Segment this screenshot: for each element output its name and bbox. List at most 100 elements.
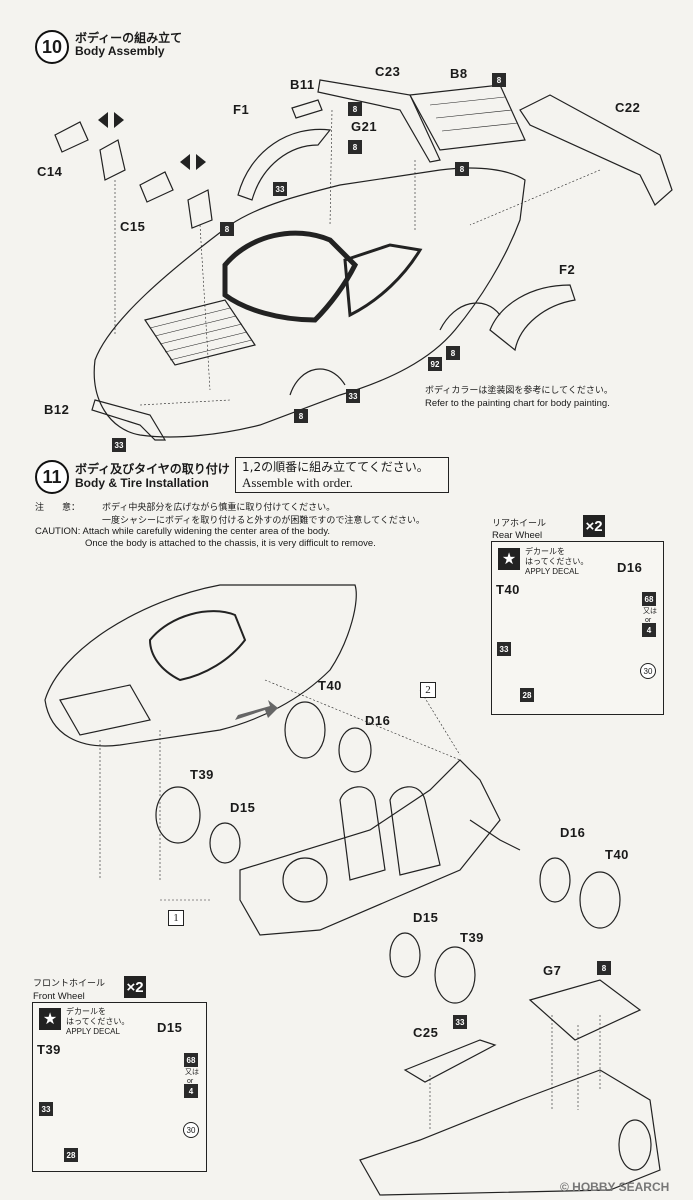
front-wheel-box [32,1002,207,1172]
caution-en-1: CAUTION: Attach while carefully widening… [35,526,331,537]
part-d15-lower: D15 [413,910,439,925]
rear-tire-label: T40 [496,582,520,597]
tire-t40-upper [284,701,326,759]
step10-number: 10 [35,30,69,64]
part-b8: B8 [450,66,468,81]
tire-t40-right [579,871,621,929]
roof-wing-c23 [317,79,441,163]
wheel-arch-rear [439,302,501,331]
paint-8-wheelarch: 8 [294,409,308,423]
part-d15-left: D15 [230,800,256,815]
rear-wheel-box [491,541,664,715]
rear-spoiler-c22 [519,94,673,206]
seat-right [389,786,441,876]
rear-decal-en: APPLY DECAL [525,567,579,576]
c25-bracket [403,1039,497,1083]
decal-star-icon-front: ★ [39,1008,61,1030]
side-window [343,243,423,318]
order-jp: 1,2の順番に組み立ててください。 [242,460,429,474]
fender-flare-f1 [237,128,332,201]
paint-92: 92 [428,357,442,371]
part-t39-left: T39 [190,767,214,782]
hood-vents-11 [59,684,151,736]
part-d16-upper: D16 [365,713,391,728]
chassis-frame [239,759,501,936]
rear-paint-4: 4 [642,623,656,637]
rear-decal-jp-2: はってください。 [525,557,589,566]
step11-title-jp: ボディ及びタイヤの取り付け [75,462,230,476]
rear-wheel-title-jp: リアホイール [492,519,547,529]
headlight-c14 [99,139,126,181]
front-decal-en: APPLY DECAL [66,1027,120,1036]
caution-jp-1: ボディ中央部分を広げながら慎重に取り付けてください。 [102,503,336,513]
part-t39-lower: T39 [460,930,484,945]
front-paint-28: 28 [64,1148,78,1162]
caution-jp-2: 一度シャシーにボディを取り付けると外すのが困難ですので注意してください。 [102,516,425,526]
rear-wheel-count: ×2 [583,515,605,537]
paint-8-side: 8 [446,346,460,360]
paint-8-body: 8 [455,162,469,176]
part-g7: G7 [543,963,562,978]
fender-flare-f2 [489,284,576,352]
part-f1: F1 [233,102,250,117]
decal-star-icon: ★ [498,548,520,570]
front-tire-label: T39 [37,1042,61,1057]
step11-title-en: Body & Tire Installation [75,476,209,490]
tire-t39-lower [434,946,476,1004]
front-paint-33: 33 [39,1102,53,1116]
rear-paint-68: 68 [642,592,656,606]
part-g21: G21 [351,119,378,134]
front-wheel-title-jp: フロントホイール [33,979,106,989]
part-c15: C15 [120,219,146,234]
g7-plate [528,979,642,1041]
mirror-arrow-icon-2 [180,154,206,170]
windscreen [222,230,359,323]
mirror-arrow-icon-1 [98,112,124,128]
lower-chassis [359,1069,661,1196]
rear-paint-30: 30 [640,663,656,679]
engine-cover-b8 [409,84,526,151]
order-en: Assemble with order. [242,475,353,490]
front-decal-jp-2: はってください。 [66,1017,130,1026]
front-wheel-count: ×2 [124,976,146,998]
rear-wheel-title-en: Rear Wheel [492,530,543,541]
caution-en-2: Once the body is attached to the chassis… [85,538,376,549]
part-b11: B11 [290,77,315,92]
mirror-b11 [291,99,323,119]
front-paint-4: 4 [184,1084,198,1098]
order-1-marker: 1 [168,910,184,926]
wheel-d15-left [209,822,241,864]
rear-arm [469,819,521,851]
front-paint-68: 68 [184,1053,198,1067]
paint-note-en: Refer to the painting chart for body pai… [425,398,610,409]
part-d16-right: D16 [560,825,586,840]
front-wheel-title-en: Front Wheel [33,991,85,1002]
part-c23: C23 [375,64,401,79]
headlight-c15 [187,189,213,229]
step10-title-jp: ボディーの組み立て [75,31,183,45]
part-b12: B12 [44,402,70,417]
rear-paint-28: 28 [520,688,534,702]
rear-paint-33: 33 [497,642,511,656]
rear-or-en: or [645,617,652,624]
part-c14: C14 [37,164,63,179]
body-shell-step11 [44,584,357,747]
part-t40-upper: T40 [318,678,342,693]
part-f2: F2 [559,262,576,277]
paint-33-b12: 33 [112,438,126,452]
paint-8-headlight: 8 [220,222,234,236]
wheel-d15-lower [389,932,421,978]
order-2-marker: 2 [420,682,436,698]
front-wheel-label: D15 [157,1020,183,1035]
paint-8-g21a: 8 [348,102,362,116]
wheel-arch-front [289,368,346,396]
part-c22: C22 [615,100,641,115]
wheel-d16-upper [338,727,372,773]
assembly-order-note: 1,2の順番に組み立ててください。 Assemble with order. [235,457,449,493]
seat-left [339,786,386,881]
watermark: © HOBBY SEARCH [560,1180,670,1194]
step11-number: 11 [35,460,69,494]
wheel-lower-right [618,1119,652,1171]
windscreen-11 [148,610,247,682]
paint-8-g21b: 8 [348,140,362,154]
